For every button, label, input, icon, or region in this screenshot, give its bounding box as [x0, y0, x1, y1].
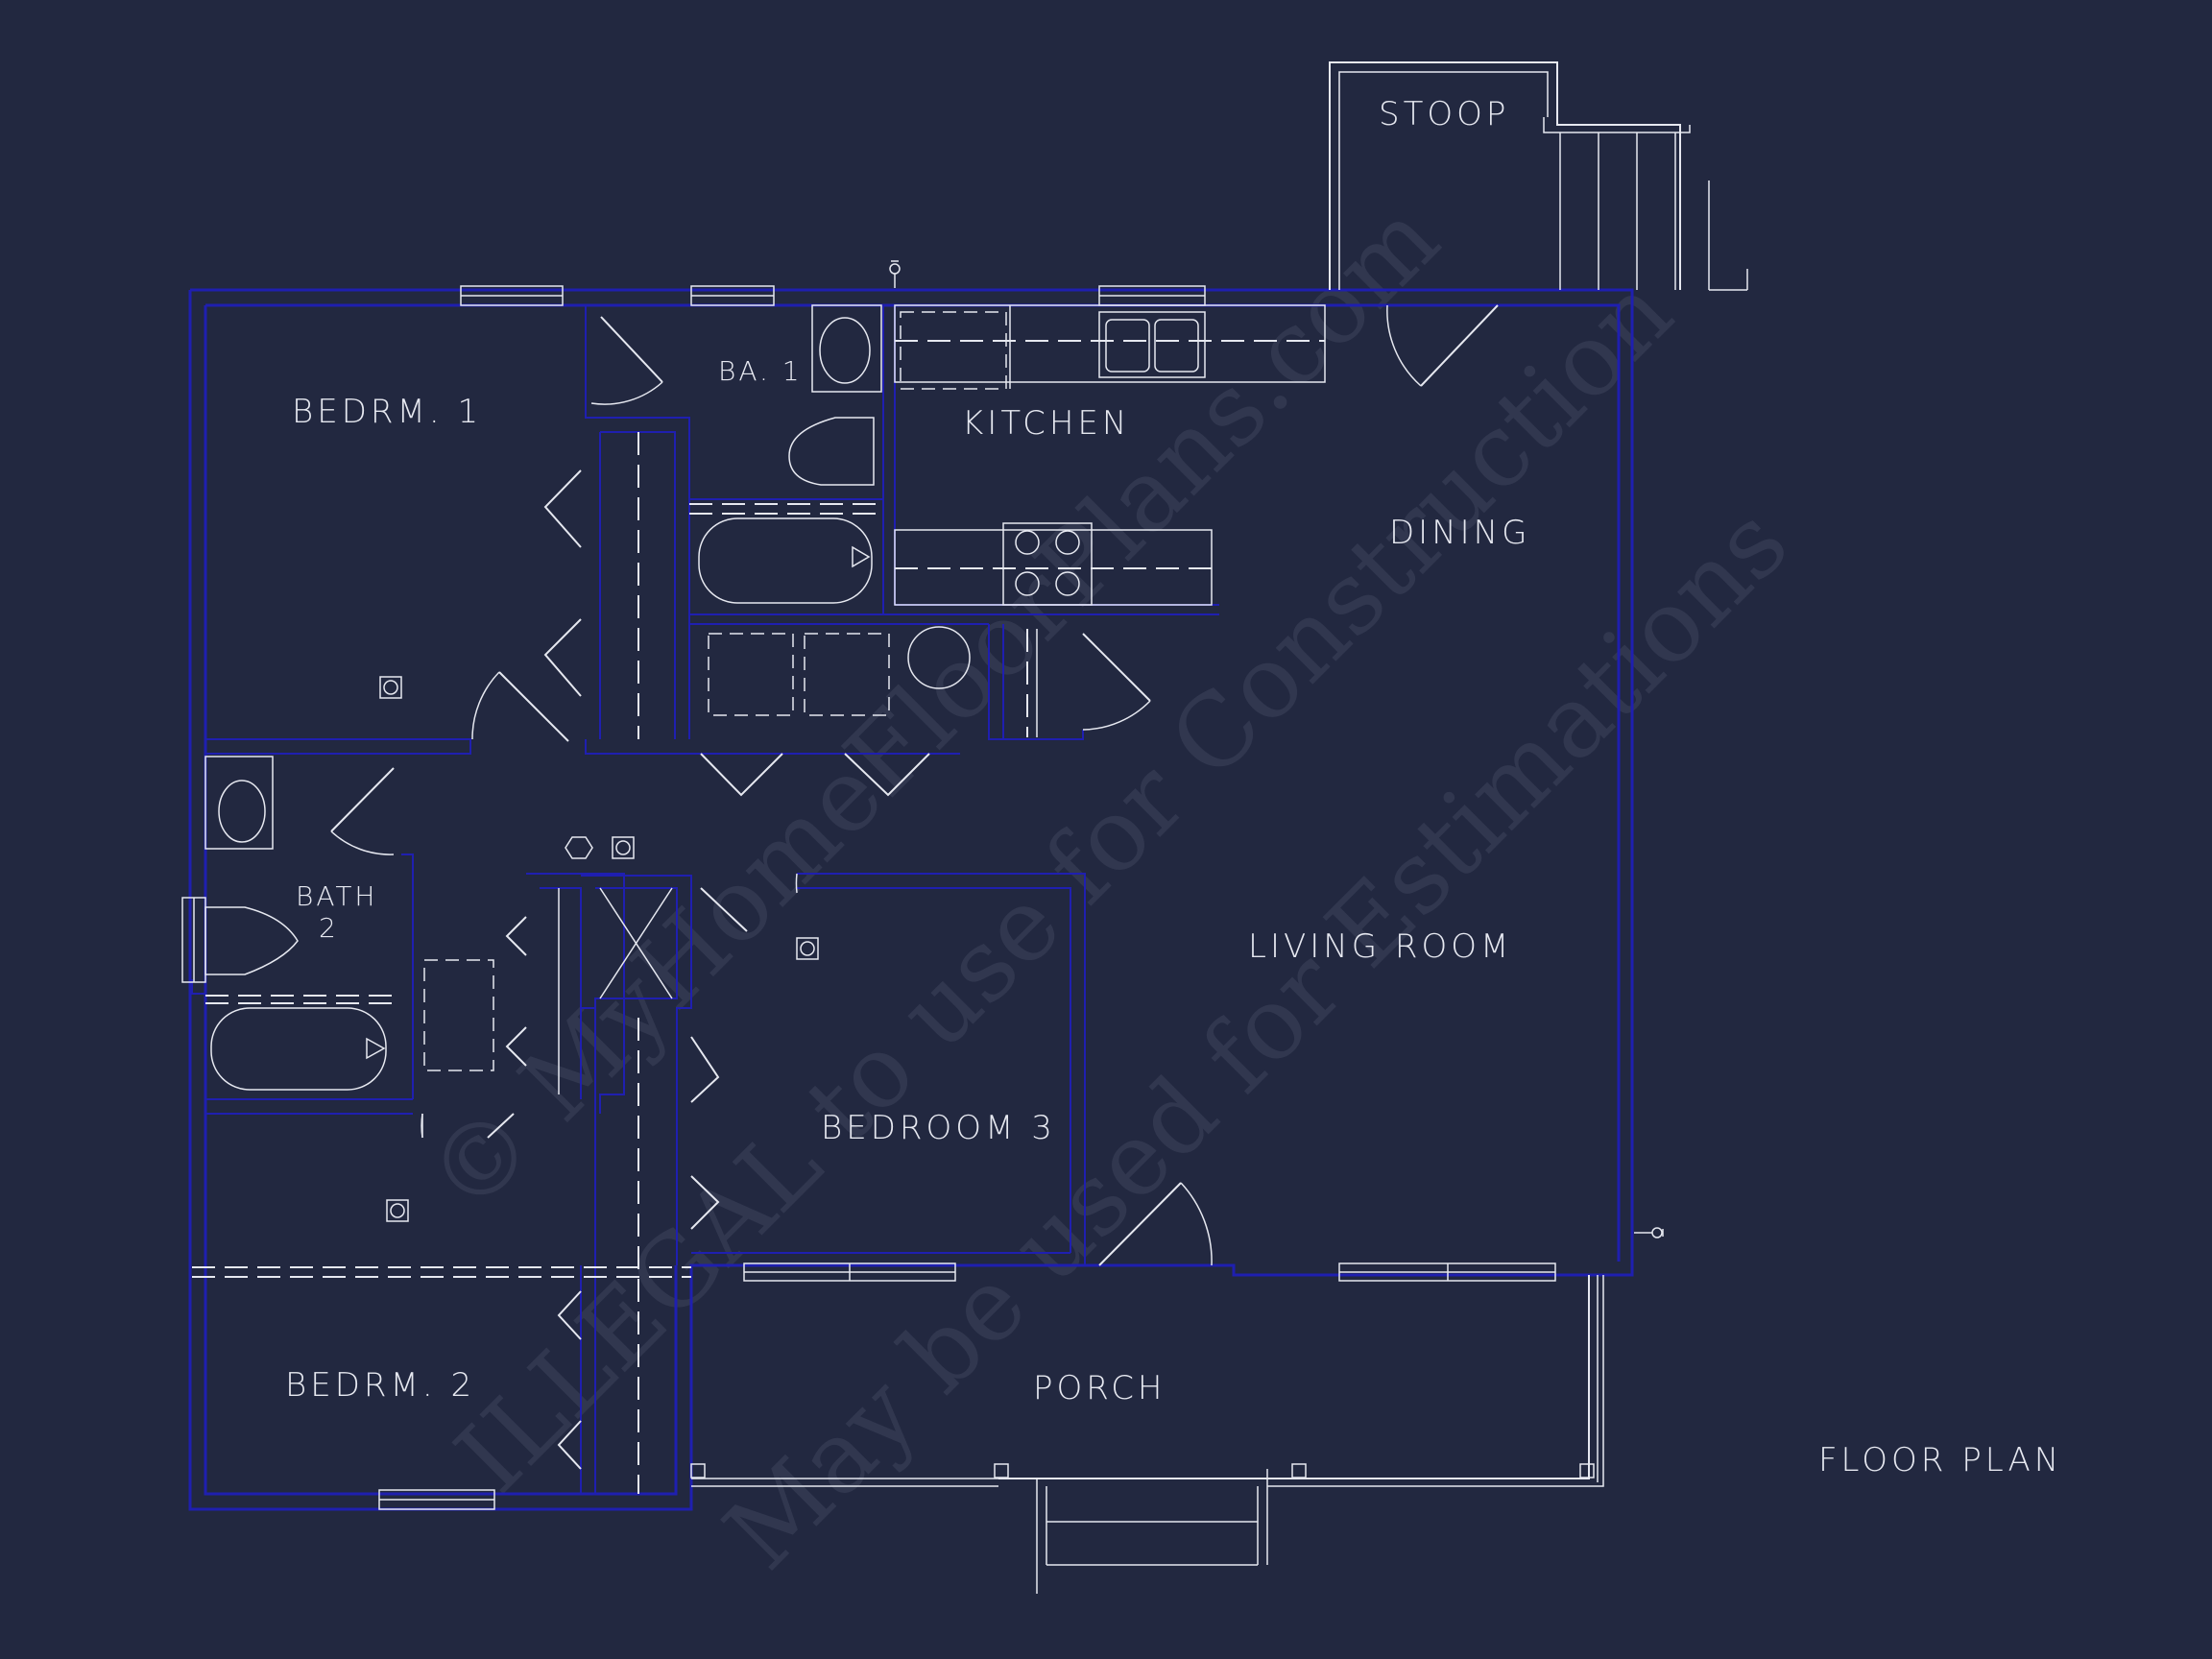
- dryer-icon: [804, 633, 890, 716]
- drawing-title: FLOOR PLAN: [1818, 1441, 2062, 1479]
- room-label-bath-2: BATH: [296, 880, 377, 912]
- electrical-symbols: [379, 260, 1664, 1238]
- porch: [690, 1275, 1604, 1594]
- sink-icon: [1098, 311, 1206, 378]
- washer-icon: [708, 633, 794, 716]
- stoop: [1329, 61, 1748, 291]
- toilet-icon: [788, 417, 875, 486]
- room-label-dining: DINING: [1389, 514, 1530, 552]
- room-label-kitchen: KITCHEN: [962, 404, 1130, 443]
- porch-post: [994, 1463, 1009, 1479]
- smoke-detector-icon: [379, 676, 402, 699]
- porch-post: [690, 1463, 706, 1479]
- doors: [330, 304, 1499, 1470]
- porch-post: [1579, 1463, 1595, 1479]
- smoke-detector-icon: [612, 836, 635, 859]
- bathtub-icon: [210, 1007, 387, 1091]
- room-label-bedroom-3: BEDROOM 3: [821, 1109, 1056, 1147]
- watermark-line-2: ILLEGAL to use for Construction: [433, 253, 1695, 1515]
- room-label-bedroom-2: BEDRM. 2: [285, 1366, 475, 1405]
- fixtures: [192, 304, 1326, 1494]
- water-heater-icon: [907, 626, 971, 689]
- door-leaf: [600, 316, 663, 383]
- windows: [181, 285, 1556, 1510]
- room-label-porch: PORCH: [1033, 1369, 1166, 1407]
- room-labels: STOOP BEDRM. 1 BA. 1 KITCHEN DINING BATH…: [285, 95, 2062, 1479]
- thermostat-icon: [565, 836, 593, 859]
- toilet-icon: [819, 317, 871, 384]
- room-label-bedroom-1: BEDRM. 1: [292, 393, 482, 431]
- room-label-stoop: STOOP: [1379, 95, 1509, 133]
- hose-bib-icon: [1651, 1227, 1663, 1238]
- smoke-detector-icon: [386, 1199, 409, 1222]
- range-icon: [1002, 522, 1093, 606]
- smoke-detector-icon: [796, 937, 819, 960]
- toilet-icon: [204, 906, 299, 975]
- hose-bib-icon: [889, 263, 901, 275]
- porch-post: [1291, 1463, 1307, 1479]
- bathtub-icon: [698, 517, 873, 604]
- room-label-living-room: LIVING ROOM: [1248, 927, 1512, 966]
- toilet-icon: [218, 780, 266, 843]
- room-label-bath-2-number: 2: [319, 912, 339, 944]
- room-label-bath-1: BA. 1: [718, 355, 803, 387]
